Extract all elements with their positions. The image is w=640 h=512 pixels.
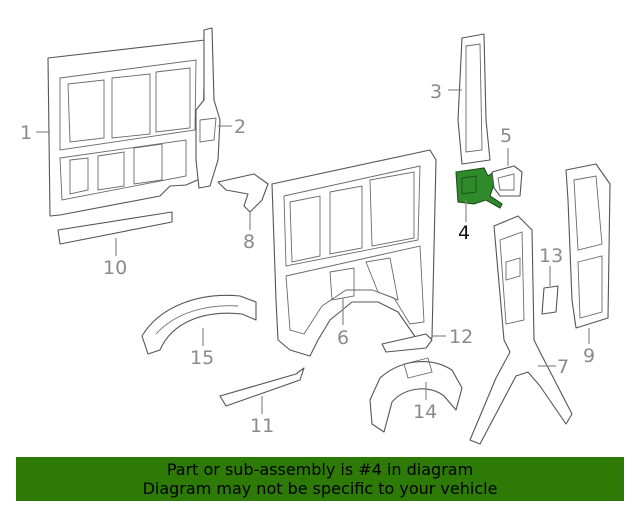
part-5-bracket[interactable]	[491, 165, 523, 197]
part-12-bracket[interactable]	[381, 333, 433, 353]
callout-12[interactable]: 12	[449, 326, 473, 348]
callout-11[interactable]: 11	[250, 415, 274, 437]
part-10-sill[interactable]	[57, 211, 173, 245]
banner-line-1: Part or sub-assembly is #4 in diagram	[166, 460, 474, 479]
callout-2[interactable]: 2	[234, 116, 246, 138]
callout-8[interactable]: 8	[243, 231, 255, 253]
part-9-rear-pillar[interactable]	[565, 163, 611, 329]
part-2-pillar[interactable]	[195, 27, 221, 189]
callout-15[interactable]: 15	[190, 347, 214, 369]
callout-9[interactable]: 9	[583, 345, 595, 367]
part-4-bracket-highlighted[interactable]	[455, 167, 503, 209]
callout-13[interactable]: 13	[539, 245, 563, 267]
callout-3[interactable]: 3	[430, 81, 442, 103]
part-8-bracket[interactable]	[217, 173, 269, 213]
leader-lines	[36, 89, 590, 414]
part-14-wheelhouse[interactable]	[369, 357, 463, 433]
part-13-plate[interactable]	[541, 285, 559, 315]
callout-4[interactable]: 4	[458, 222, 470, 244]
callout-1[interactable]: 1	[20, 122, 32, 144]
callout-10[interactable]: 10	[103, 257, 127, 279]
part-6-main-side-panel[interactable]	[271, 149, 437, 357]
callout-6[interactable]: 6	[337, 327, 349, 349]
info-banner: Part or sub-assembly is #4 in diagram Di…	[16, 457, 624, 501]
part-3-b-pillar[interactable]	[457, 33, 491, 165]
callout-5[interactable]: 5	[500, 125, 512, 147]
callout-7[interactable]: 7	[557, 356, 569, 378]
callout-14[interactable]: 14	[413, 401, 437, 423]
banner-line-2: Diagram may not be specific to your vehi…	[142, 479, 498, 498]
part-7-inner-pillar[interactable]	[469, 215, 573, 445]
part-15-wheel-arch[interactable]	[141, 294, 257, 355]
part-11-sill[interactable]	[219, 367, 305, 407]
part-1-side-panel[interactable]	[47, 39, 206, 217]
